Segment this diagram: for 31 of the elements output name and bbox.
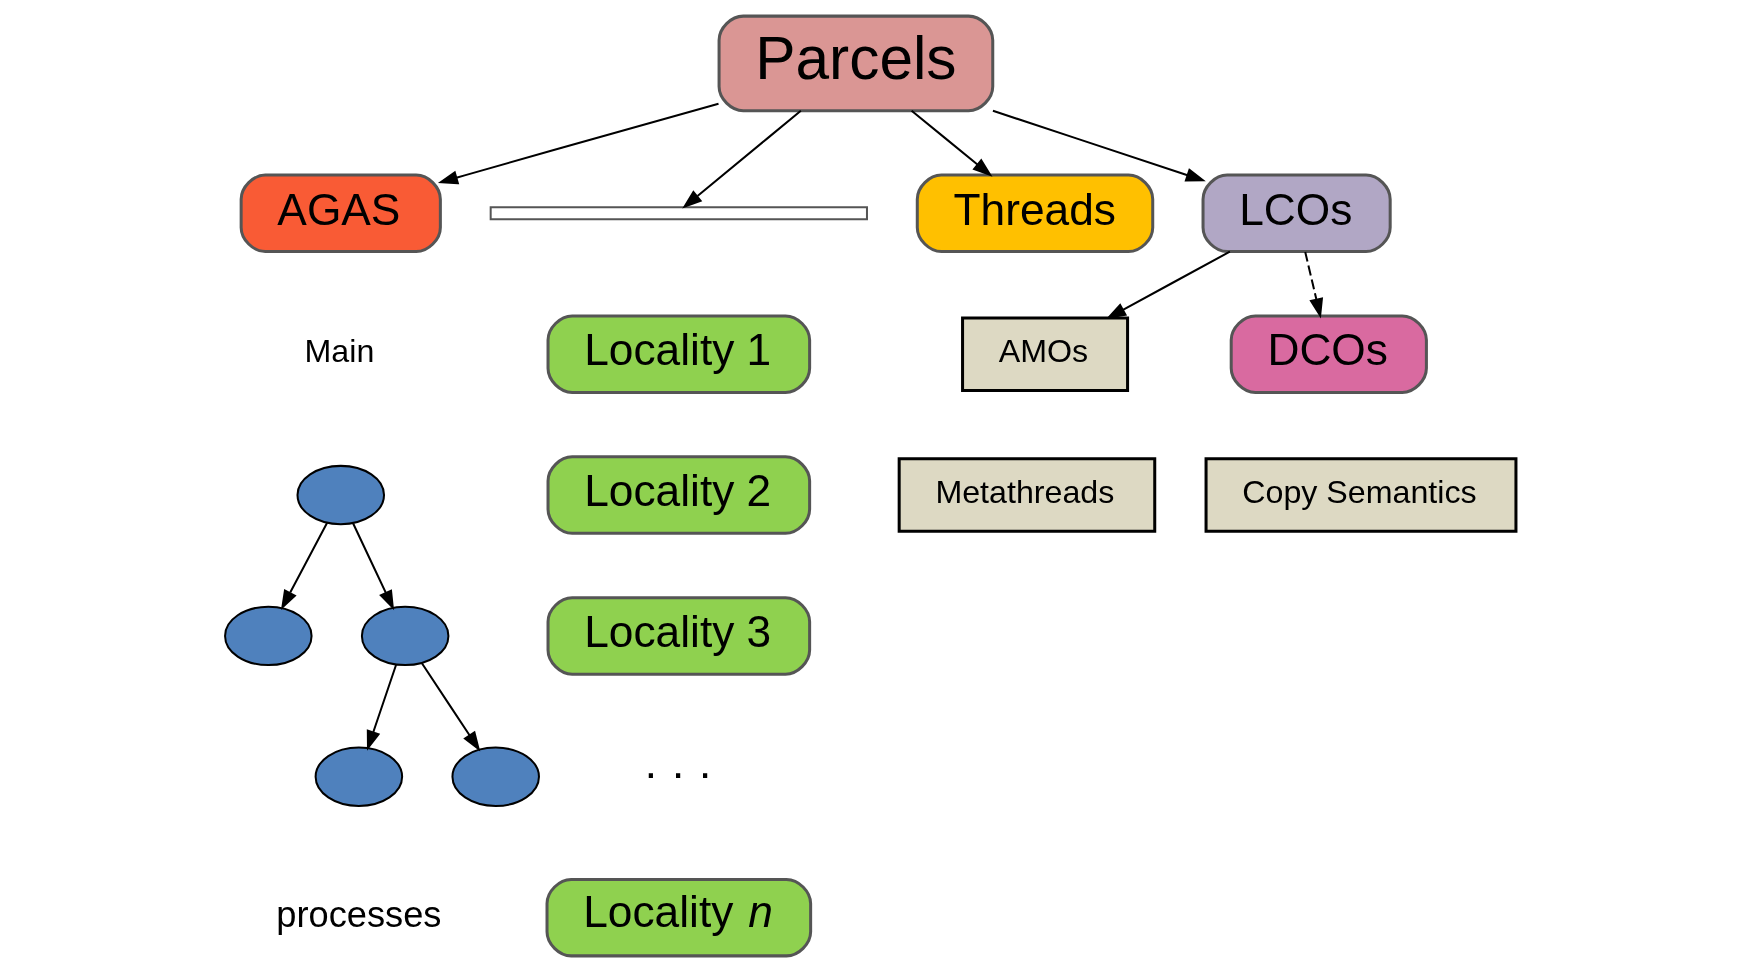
- arrow: [1304, 251, 1324, 319]
- label: processes: [276, 893, 442, 935]
- node-box: LCOs: [1201, 173, 1392, 254]
- node-box: Locality 1: [546, 314, 812, 394]
- node-box: DCOs: [1229, 314, 1428, 394]
- arrow: [437, 102, 719, 185]
- label: · · ·: [643, 748, 713, 798]
- node-box: Metathreads: [897, 457, 1157, 533]
- node-box: Copy Semantics: [1204, 457, 1518, 533]
- node-box: Threads: [915, 173, 1155, 254]
- node-box: Locality 3: [546, 596, 812, 676]
- node-label: Main: [304, 332, 375, 369]
- node-box: AMOs: [961, 316, 1130, 392]
- arrow: [1106, 250, 1231, 320]
- node-box: Locality 2: [546, 455, 812, 535]
- node-ellipse: [224, 605, 313, 667]
- node-bracket: [489, 206, 868, 221]
- node-ellipse: [360, 605, 450, 667]
- arrow: [682, 110, 802, 209]
- node-ellipse: [296, 464, 386, 526]
- node-box: Locality n: [545, 877, 813, 958]
- node-ellipse: [451, 746, 540, 807]
- node-box: Parcels: [717, 14, 995, 113]
- arrow: [910, 110, 993, 177]
- arrow: [992, 109, 1206, 182]
- arrow: [280, 522, 328, 611]
- arrow: [366, 664, 397, 751]
- node-box: AGAS: [239, 173, 442, 254]
- arrow: [420, 662, 481, 752]
- node-ellipse: [314, 746, 404, 807]
- arrow: [352, 523, 395, 611]
